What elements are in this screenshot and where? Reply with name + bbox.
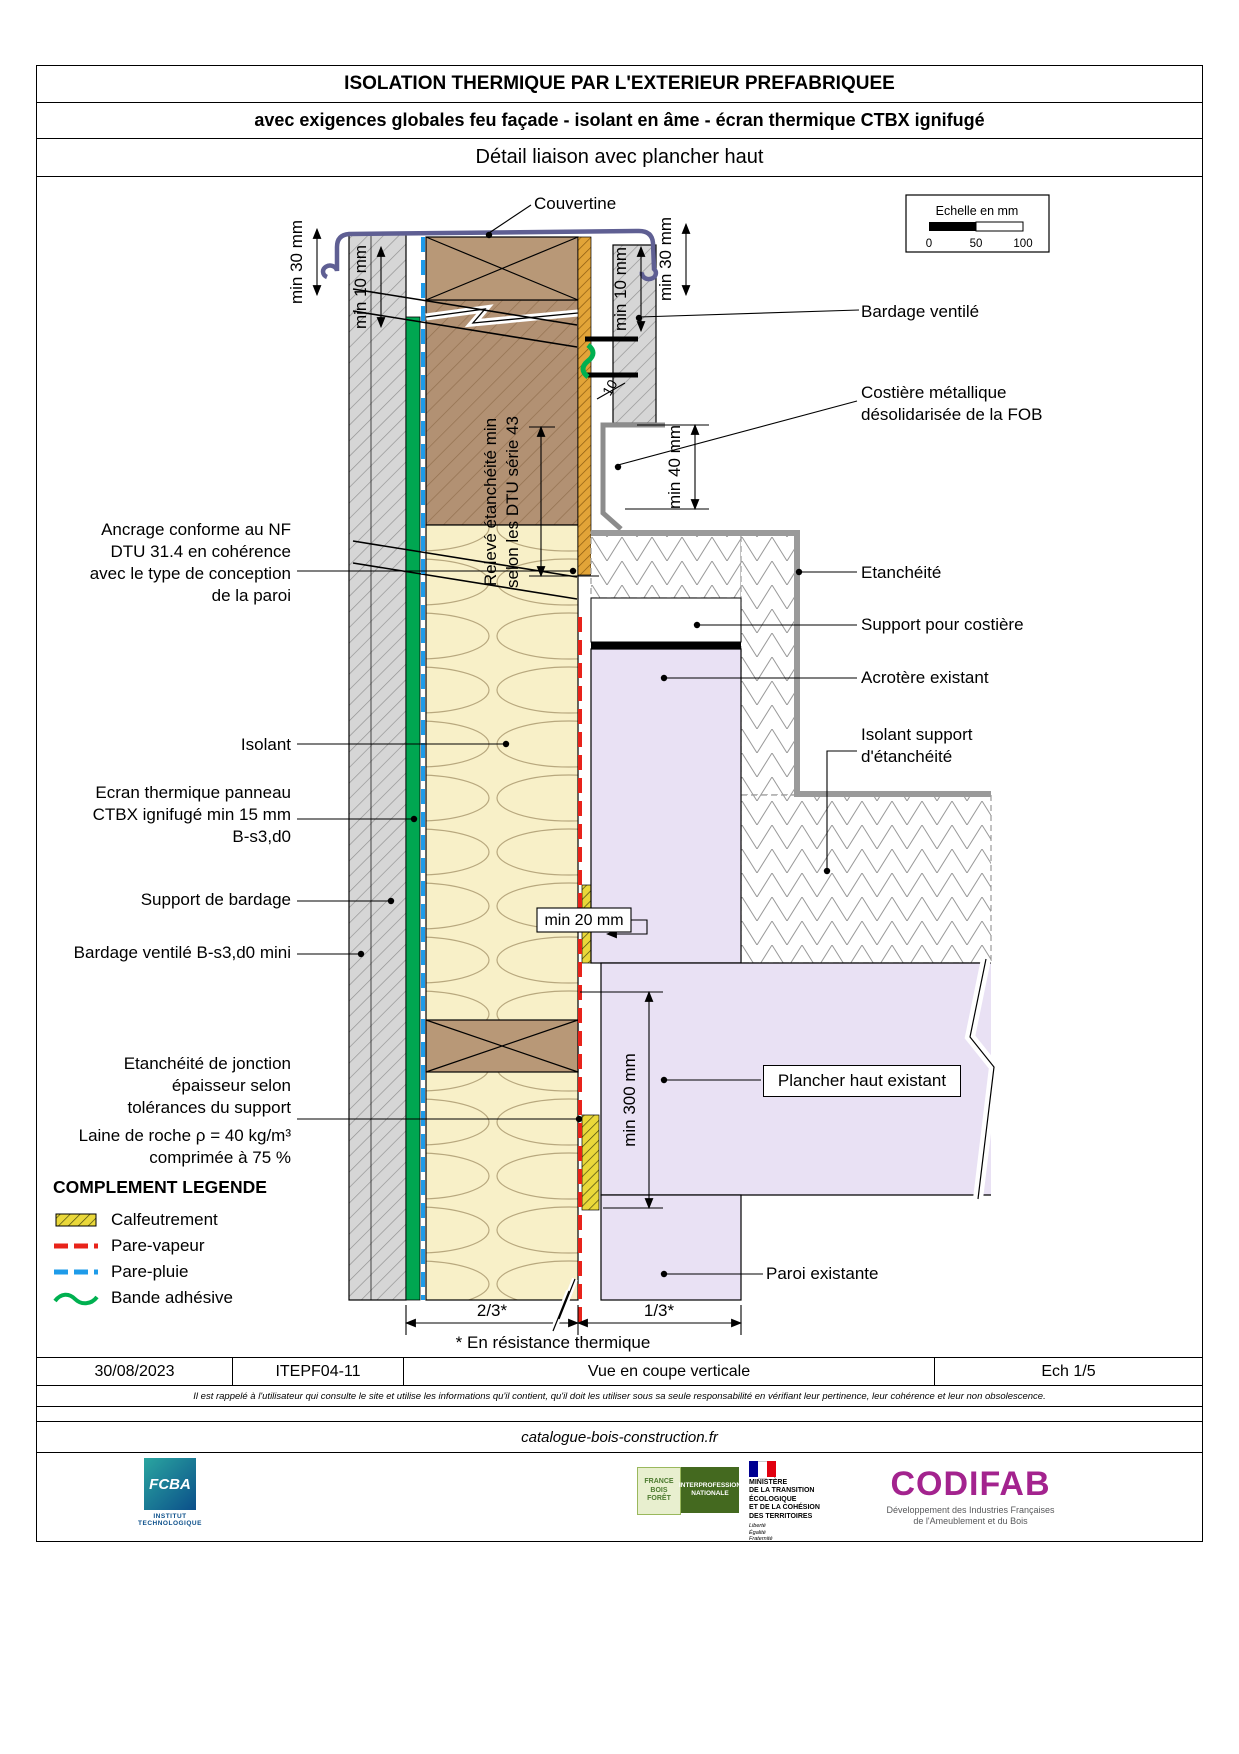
etancheite-membrane	[591, 530, 991, 797]
bande-adhesive-swatch-icon	[53, 1292, 99, 1306]
bande-adhesive-mark	[580, 343, 596, 379]
legend-label: Calfeutrement	[111, 1210, 218, 1229]
dimension-texts: min 30 mm min 10 mm min 10 mm min 30 mm …	[287, 217, 684, 1352]
legend-item-calfeutrement: Calfeutrement	[53, 1207, 267, 1233]
legend-label: Bande adhésive	[111, 1288, 233, 1307]
dim-10: 10	[599, 377, 621, 399]
legend-item-pare-vapeur: Pare-vapeur	[53, 1233, 267, 1259]
sheet-subtitle: avec exigences globales feu façade - iso…	[37, 103, 1202, 139]
scale-box-label: Echelle en mm	[936, 204, 1019, 218]
bottom-break-line	[552, 1278, 576, 1332]
dim-releve-line1: Relevé étanchéité min	[481, 418, 500, 586]
ministere-name: MINISTÈRE DE LA TRANSITION ÉCOLOGIQUE ET…	[749, 1479, 820, 1520]
ministere-logo: MINISTÈRE DE LA TRANSITION ÉCOLOGIQUE ET…	[749, 1461, 884, 1543]
label-support-bardage: Support de bardage	[140, 890, 291, 909]
detail-title: Détail liaison avec plancher haut	[37, 139, 1202, 177]
dim-note: * En résistance thermique	[456, 1333, 651, 1352]
label-isolant: Isolant	[240, 735, 291, 754]
drawing-area: min 30 mm min 10 mm min 10 mm min 30 mm …	[37, 177, 1202, 1358]
dim-min300: min 300 mm	[620, 1053, 639, 1147]
reference-cell: ITEPF04-11	[233, 1358, 404, 1385]
french-flag-icon	[749, 1461, 776, 1479]
codifab-tagline: Développement des Industries Françaises …	[886, 1505, 1055, 1527]
bardage-ventile-band	[348, 232, 407, 1301]
spacer-row	[37, 1407, 1202, 1422]
fcba-logo: FCBA INSTITUT TECHNOLOGIQUE	[115, 1458, 225, 1527]
dim-frac13: 1/3*	[644, 1301, 675, 1320]
codifab-logo: CODIFAB Développement des Industries Fra…	[863, 1467, 1078, 1528]
calfeutrement-swatch-icon	[55, 1213, 97, 1227]
label-costiere: Costière métallique désolidarisée de la …	[861, 383, 1043, 424]
legend: COMPLEMENT LEGENDE Calfeutrement Pare-va…	[53, 1177, 267, 1311]
bardage-acrotere-band	[612, 244, 657, 424]
leader-lines	[297, 204, 860, 1275]
website-text: catalogue-bois-construction.fr	[37, 1422, 1202, 1453]
label-paroi: Paroi existante	[766, 1264, 879, 1283]
codifab-name: CODIFAB	[890, 1465, 1051, 1503]
scale-box: Echelle en mm 0 50 100	[905, 194, 1050, 253]
logos-row: FCBA INSTITUT TECHNOLOGIQUE FRANCE BOIS …	[37, 1453, 1202, 1543]
couvertine-shape	[320, 228, 659, 282]
legend-title: COMPLEMENT LEGENDE	[53, 1177, 267, 1197]
title-block-row: 30/08/2023 ITEPF04-11 Vue en coupe verti…	[37, 1358, 1202, 1386]
label-etancheite: Etanchéité	[861, 563, 942, 582]
section-drawing: min 30 mm min 10 mm min 10 mm min 30 mm …	[287, 194, 1050, 1352]
legend-item-bande-adhesive: Bande adhésive	[53, 1285, 267, 1311]
scale-cell: Ech 1/5	[1041, 1362, 1096, 1380]
scale-tick-0: 0	[926, 238, 932, 250]
paroi-existante-shape	[600, 1194, 742, 1301]
legend-label: Pare-pluie	[111, 1262, 189, 1281]
dim-min20: min 20 mm	[544, 912, 623, 929]
sheet-frame: ISOLATION THERMIQUE PAR L'EXTERIEUR PREF…	[36, 65, 1203, 1542]
label-isolant-support: Isolant support d'étanchéité	[861, 725, 973, 766]
france-bois-foret-icon: FRANCE BOIS FORÊT	[637, 1467, 681, 1515]
france-bois-foret-logo: FRANCE BOIS FORÊT INTERPROFESSION NATION…	[637, 1467, 741, 1515]
label-bardage-b: Bardage ventilé B-s3,d0 mini	[73, 943, 291, 962]
label-plancher: Plancher haut existant	[763, 1065, 961, 1097]
disclaimer-text: Il est rappelé à l'utilisateur qui consu…	[37, 1386, 1202, 1407]
sheet-title: ISOLATION THERMIQUE PAR L'EXTERIEUR PREF…	[37, 66, 1202, 103]
label-support-costiere: Support pour costière	[861, 615, 1024, 634]
support-costiere-block	[590, 597, 742, 649]
roof-insulation	[590, 531, 992, 964]
view-cell: Vue en coupe verticale	[404, 1358, 935, 1385]
dim-min30-left: min 30 mm	[287, 220, 306, 304]
fixation-brackets	[585, 336, 638, 378]
dim-min10-right: min 10 mm	[611, 247, 630, 331]
fcba-logo-icon: FCBA	[144, 1458, 196, 1510]
dim-releve-line2: selon les DTU série 43	[503, 416, 522, 588]
dim-min30-right: min 30 mm	[656, 217, 675, 301]
pare-pluie-swatch-icon	[54, 1269, 98, 1275]
ministere-motto: Liberté Égalité Fraternité	[749, 1522, 773, 1543]
pare-vapeur-swatch-icon	[54, 1243, 98, 1249]
dim-min40: min 40 mm	[665, 425, 684, 509]
label-ancrage: Ancrage conforme au NF DTU 31.4 en cohér…	[89, 520, 291, 605]
dimension-lines	[312, 222, 743, 1335]
legend-item-pare-pluie: Pare-pluie	[53, 1259, 267, 1285]
label-acrotere: Acrotère existant	[861, 668, 989, 687]
scale-tick-100: 100	[1013, 238, 1032, 250]
label-laine: Laine de roche ρ = 40 kg/m³ comprimée à …	[78, 1126, 291, 1167]
dim-frac23: 2/3*	[477, 1301, 508, 1320]
dim-min10-left: min 10 mm	[351, 245, 370, 329]
plancher-break-line	[969, 958, 995, 1200]
label-etancheite-jonction: Etanchéité de jonction épaisseur selon t…	[123, 1054, 291, 1117]
min20-box	[536, 907, 632, 933]
interprofession-nationale-block: INTERPROFESSION NATIONALE	[679, 1467, 741, 1513]
releve-etancheite-strip	[577, 236, 592, 576]
fob-panel	[425, 236, 579, 1301]
costiere-metallique	[600, 422, 665, 531]
label-ecran: Ecran thermique panneau CTBX ignifugé mi…	[92, 783, 291, 846]
ecran-ctbx-band	[405, 316, 421, 1301]
label-couvertine: Couvertine	[534, 194, 617, 213]
date-cell: 30/08/2023	[37, 1358, 233, 1385]
fcba-tagline: INSTITUT TECHNOLOGIQUE	[138, 1513, 202, 1527]
legend-label: Pare-vapeur	[111, 1236, 205, 1255]
scale-tick-50: 50	[970, 238, 983, 250]
label-bardage-ventile: Bardage ventilé	[861, 302, 980, 321]
